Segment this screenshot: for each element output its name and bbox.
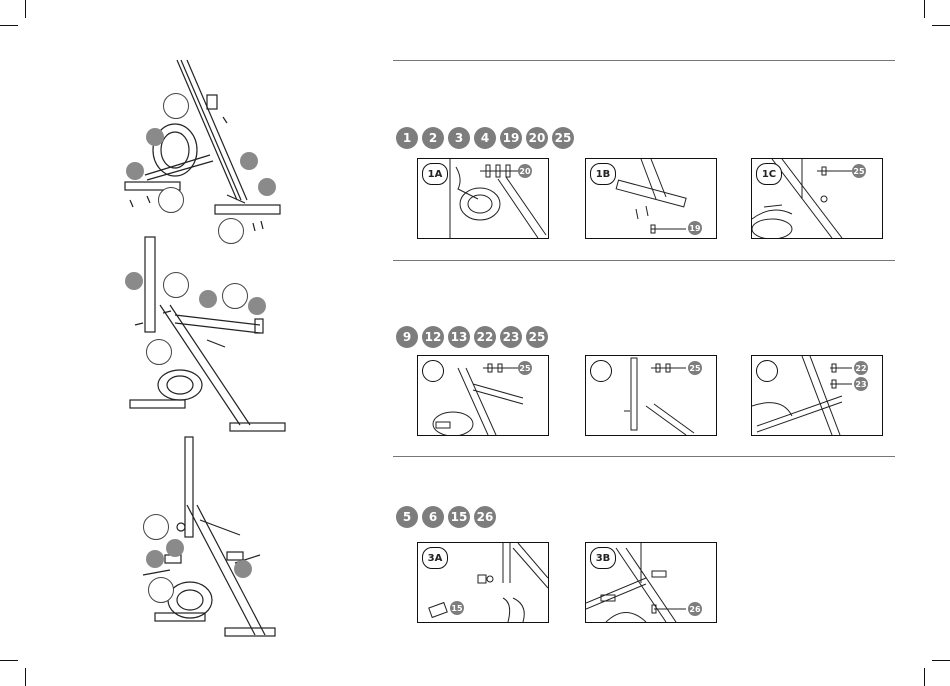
part-number-badge: 19 xyxy=(500,127,522,149)
panel-label: 1B xyxy=(590,163,616,185)
part-number-badge: 22 xyxy=(474,326,496,348)
detail-panel-1a: 1A 20 xyxy=(417,158,549,239)
part-number-badge: 20 xyxy=(526,127,548,149)
assembly-illustration-step1 xyxy=(115,55,290,245)
detail-panel-3a: 3A 15 xyxy=(417,542,549,623)
panel-label: 1A xyxy=(422,163,448,185)
part-number-badge: 5 xyxy=(396,506,418,528)
part-callout-dot xyxy=(146,550,164,568)
assembly-illustration-step3 xyxy=(115,435,290,645)
panel-label xyxy=(756,360,778,382)
crop-mark xyxy=(932,25,950,26)
parts-list-step1: 1 2 3 4 19 20 25 xyxy=(396,127,574,151)
callout-circle xyxy=(222,283,248,309)
panel-label: 3B xyxy=(590,547,616,569)
callout-circle xyxy=(158,187,184,213)
part-number-badge: 20 xyxy=(518,164,532,178)
assembly-illustration-step2 xyxy=(115,235,290,435)
crop-mark xyxy=(924,668,925,686)
part-callout-dot xyxy=(248,297,266,315)
detail-panel-2c: 22 23 xyxy=(751,355,883,436)
part-callout-dot xyxy=(240,152,258,170)
part-callout-dot xyxy=(234,560,252,578)
callout-circle xyxy=(148,577,174,603)
part-number-badge: 23 xyxy=(854,377,868,391)
part-number-badge: 22 xyxy=(854,361,868,375)
part-number-badge: 1 xyxy=(396,127,418,149)
section-divider xyxy=(393,456,895,457)
panel-label xyxy=(422,360,444,382)
part-callout-dot xyxy=(166,539,184,557)
part-number-badge: 15 xyxy=(448,506,470,528)
section-divider xyxy=(393,260,895,261)
part-number-badge: 25 xyxy=(552,127,574,149)
part-number-badge: 25 xyxy=(852,164,866,178)
part-number-badge: 19 xyxy=(688,221,702,235)
detail-panel-3b: 3B 26 xyxy=(585,542,717,623)
crop-mark xyxy=(25,668,26,686)
part-number-badge: 3 xyxy=(448,127,470,149)
section-divider xyxy=(393,60,895,61)
callout-circle xyxy=(146,339,172,365)
detail-panel-1b: 1B 19 xyxy=(585,158,717,239)
part-number-badge: 25 xyxy=(526,326,548,348)
parts-list-step3: 5 6 15 26 xyxy=(396,506,496,530)
panel-label xyxy=(590,360,612,382)
panel-label: 1C xyxy=(756,163,782,185)
part-number-badge: 15 xyxy=(450,601,464,615)
callout-circle xyxy=(143,514,169,540)
part-number-badge: 23 xyxy=(500,326,522,348)
part-number-badge: 26 xyxy=(688,602,702,616)
part-number-badge: 25 xyxy=(688,361,702,375)
part-callout-dot xyxy=(199,290,217,308)
callout-circle xyxy=(163,93,189,119)
part-callout-dot xyxy=(146,128,164,146)
part-number-badge: 25 xyxy=(518,361,532,375)
crop-mark xyxy=(924,0,925,18)
part-number-badge: 4 xyxy=(474,127,496,149)
detail-panel-2a: 25 xyxy=(417,355,549,436)
part-callout-dot xyxy=(126,162,144,180)
part-number-badge: 26 xyxy=(474,506,496,528)
crop-mark xyxy=(932,660,950,661)
parts-list-step2: 9 12 13 22 23 25 xyxy=(396,326,548,350)
part-number-badge: 6 xyxy=(422,506,444,528)
part-number-badge: 13 xyxy=(448,326,470,348)
panel-label: 3A xyxy=(422,547,448,569)
crop-mark xyxy=(0,660,18,661)
part-number-badge: 2 xyxy=(422,127,444,149)
part-number-badge: 9 xyxy=(396,326,418,348)
crop-mark xyxy=(25,0,26,18)
part-callout-dot xyxy=(258,178,276,196)
detail-panel-2b: 25 xyxy=(585,355,717,436)
detail-panel-1c: 1C 25 xyxy=(751,158,883,239)
part-callout-dot xyxy=(125,272,143,290)
callout-circle xyxy=(163,272,189,298)
part-number-badge: 12 xyxy=(422,326,444,348)
crop-mark xyxy=(0,25,18,26)
